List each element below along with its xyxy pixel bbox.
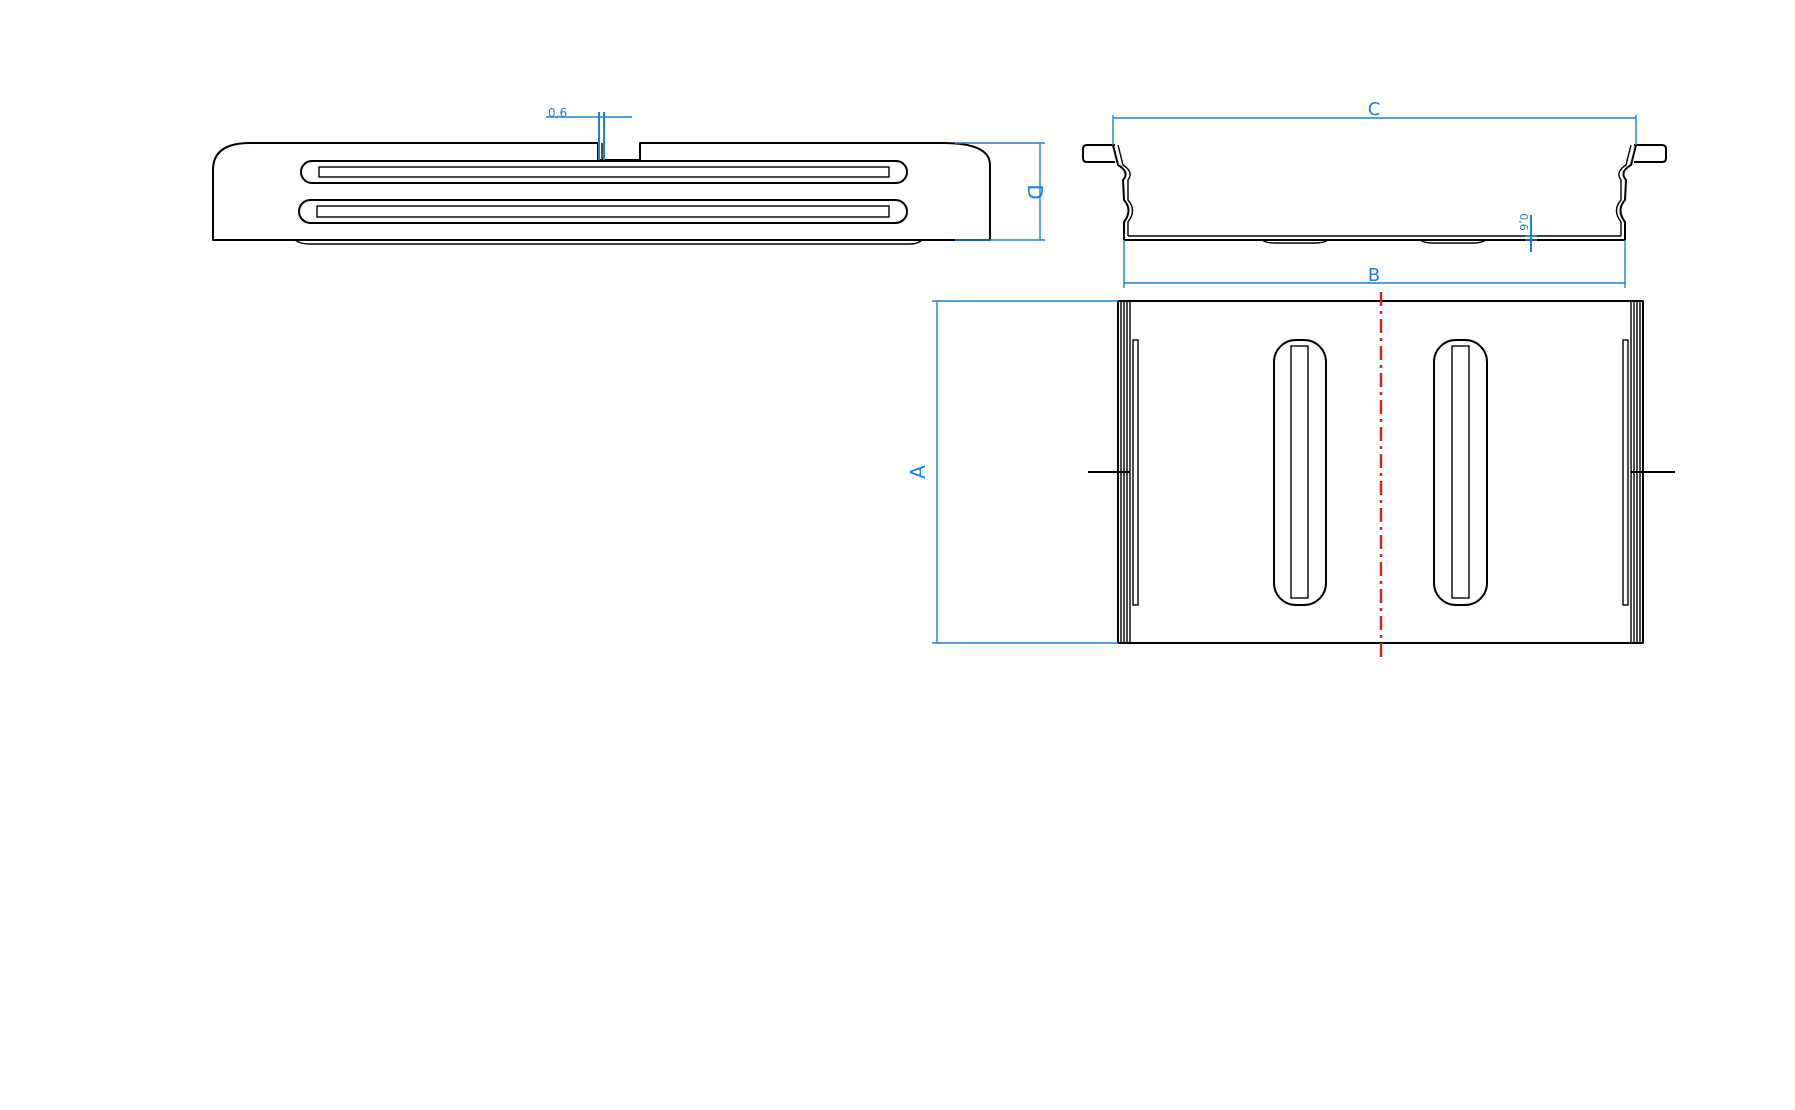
side-view-right-wall-outer: [1619, 144, 1637, 240]
top-view: A: [906, 292, 1675, 660]
side-view-foot-1: [1261, 239, 1329, 244]
dimension-label-c: C: [1368, 99, 1381, 120]
dimension-thickness-side: 0,6: [1517, 213, 1537, 252]
front-view: 0,6 D: [212, 106, 1047, 245]
top-view-slot-inner-1: [1290, 345, 1309, 599]
dimension-label-b: B: [1368, 265, 1380, 286]
front-view-slot-outer-2: [298, 199, 908, 224]
side-view-right-wall-inner: [1615, 144, 1632, 236]
side-view-right-tab: [1634, 144, 1667, 163]
front-view-slot-inner-1: [318, 166, 890, 178]
side-view: C B 0,6: [1082, 99, 1667, 288]
top-view-slot-outer-2: [1433, 339, 1488, 606]
dimension-thickness-top: 0,6: [546, 106, 632, 160]
side-view-left-wall-inner: [1117, 144, 1134, 236]
side-view-left-wall-outer: [1112, 144, 1130, 240]
dimension-c: C: [1112, 99, 1637, 145]
top-view-slot-inner-2: [1451, 345, 1470, 599]
top-view-outline: [1117, 300, 1644, 644]
side-view-foot-2: [1419, 239, 1487, 244]
side-view-left-tab: [1082, 144, 1115, 163]
top-view-right-flange: [1622, 339, 1629, 606]
dimension-label-d: D: [1023, 184, 1047, 199]
top-view-left-flange: [1132, 339, 1139, 606]
dimension-label-thickness-top: 0,6: [548, 106, 567, 120]
front-view-slot-inner-2: [316, 205, 890, 218]
dimension-label-thickness-side: 0,6: [1517, 213, 1530, 231]
dimension-d: D: [955, 142, 1047, 241]
front-view-base-line: [294, 239, 923, 245]
dimension-b: B: [1123, 240, 1626, 288]
top-view-slot-outer-1: [1273, 339, 1327, 606]
front-view-slot-outer-1: [300, 160, 908, 184]
dimension-a: A: [906, 300, 1118, 644]
dimension-label-a: A: [906, 465, 930, 479]
